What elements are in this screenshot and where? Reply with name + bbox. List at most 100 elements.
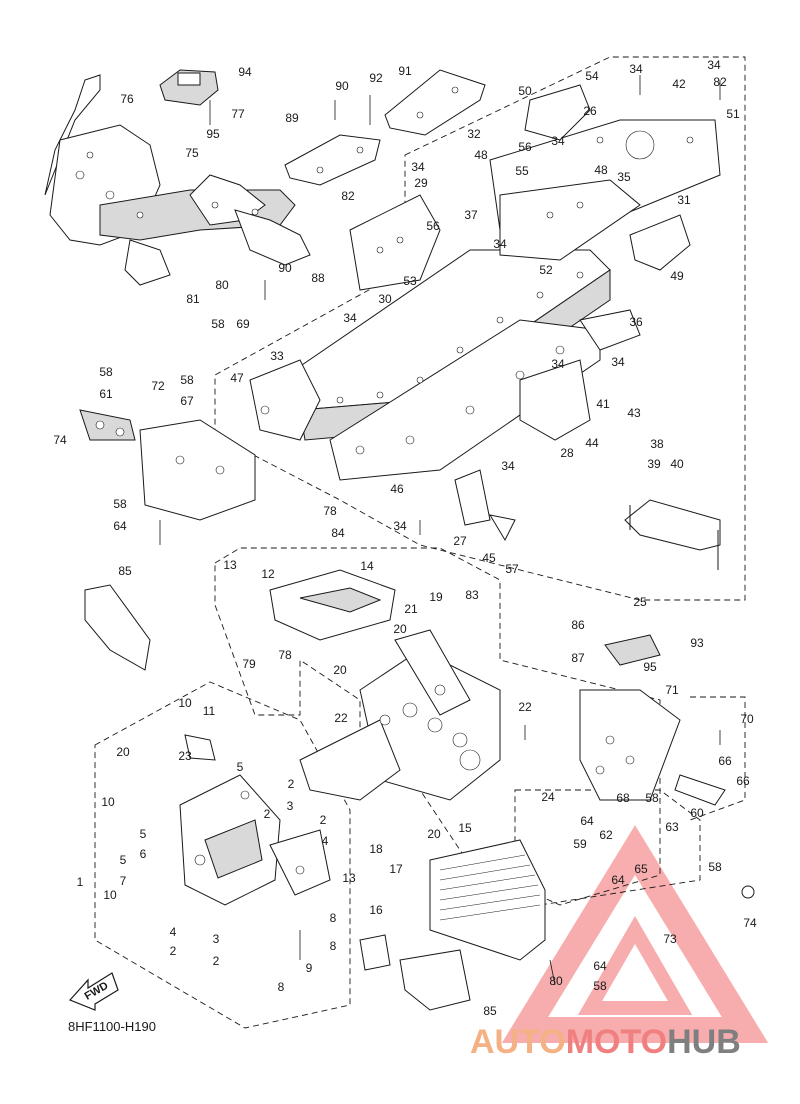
callout-47: 47 (230, 371, 244, 385)
callout-21: 21 (404, 602, 418, 616)
callout-52: 52 (539, 263, 553, 277)
callout-2: 2 (264, 807, 271, 821)
callout-8: 8 (330, 939, 337, 953)
front-frame-assembly (44, 74, 311, 286)
callout-24: 24 (541, 790, 555, 804)
callout-56: 56 (518, 140, 532, 154)
callout-18: 18 (369, 842, 383, 856)
callout-32: 32 (467, 127, 481, 141)
callout-85: 85 (483, 1004, 497, 1018)
callout-27: 27 (453, 534, 467, 548)
callout-51: 51 (726, 107, 740, 121)
callout-41: 41 (596, 397, 610, 411)
callout-36: 36 (629, 315, 643, 329)
callout-3: 3 (287, 799, 294, 813)
callout-8: 8 (278, 980, 285, 994)
callout-2: 2 (170, 944, 177, 958)
callout-34: 34 (493, 237, 507, 251)
callout-82: 82 (713, 75, 727, 89)
callout-7: 7 (120, 874, 127, 888)
callout-79: 79 (242, 657, 256, 671)
callout-76: 76 (120, 92, 134, 106)
callout-34: 34 (343, 311, 357, 325)
part-85-brackets (84, 584, 471, 1011)
callout-58: 58 (180, 373, 194, 387)
callout-8: 8 (330, 911, 337, 925)
callout-54: 54 (585, 69, 599, 83)
callout-66: 66 (718, 754, 732, 768)
callout-10: 10 (101, 795, 115, 809)
callout-69: 69 (236, 317, 250, 331)
callout-64: 64 (593, 959, 607, 973)
callout-42: 42 (672, 77, 686, 91)
plates-89-91 (284, 69, 486, 186)
heat-exchanger-15 (429, 839, 546, 961)
callout-58: 58 (211, 317, 225, 331)
callout-80: 80 (549, 974, 563, 988)
callout-2: 2 (320, 813, 327, 827)
callout-13: 13 (223, 558, 237, 572)
callout-22: 22 (518, 700, 532, 714)
callout-16: 16 (369, 903, 383, 917)
fasteners (159, 75, 721, 986)
callout-90: 90 (278, 261, 292, 275)
callout-29: 29 (414, 176, 428, 190)
callout-14: 14 (360, 559, 374, 573)
callout-19: 19 (429, 590, 443, 604)
callout-62: 62 (599, 828, 613, 842)
callout-34: 34 (501, 459, 515, 473)
callout-48: 48 (474, 148, 488, 162)
callout-77: 77 (231, 107, 245, 121)
callout-46: 46 (390, 482, 404, 496)
callout-38: 38 (650, 437, 664, 451)
callout-40: 40 (670, 457, 684, 471)
watermark-moto: MOTO (566, 1023, 667, 1061)
callout-15: 15 (458, 821, 472, 835)
callout-64: 64 (113, 519, 127, 533)
callout-58: 58 (593, 979, 607, 993)
callout-34: 34 (611, 355, 625, 369)
callout-92: 92 (369, 71, 383, 85)
callout-2: 2 (288, 777, 295, 791)
callout-35: 35 (617, 170, 631, 184)
callout-95: 95 (643, 660, 657, 674)
tube-60 (674, 774, 755, 899)
callout-1: 1 (77, 875, 84, 889)
callout-93: 93 (690, 636, 704, 650)
callout-5: 5 (120, 853, 127, 867)
callout-26: 26 (583, 104, 597, 118)
callout-20: 20 (393, 622, 407, 636)
callout-83: 83 (465, 588, 479, 602)
callout-53: 53 (403, 274, 417, 288)
callout-58: 58 (113, 497, 127, 511)
callout-75: 75 (185, 146, 199, 160)
callout-57: 57 (505, 562, 519, 576)
callout-86: 86 (571, 618, 585, 632)
callout-11: 11 (203, 704, 216, 718)
callout-82: 82 (341, 189, 355, 203)
callout-74: 74 (743, 916, 757, 930)
callout-49: 49 (670, 269, 684, 283)
callout-4: 4 (322, 834, 329, 848)
callout-20: 20 (427, 827, 441, 841)
part-94-cover (159, 69, 219, 106)
callout-94: 94 (238, 65, 252, 79)
callout-95: 95 (206, 127, 220, 141)
callout-23: 23 (178, 749, 192, 763)
callout-4: 4 (170, 925, 177, 939)
callout-37: 37 (464, 208, 478, 222)
callout-12: 12 (261, 567, 275, 581)
callout-55: 55 (515, 164, 529, 178)
callout-22: 22 (334, 711, 348, 725)
callout-73: 73 (663, 932, 677, 946)
callout-5: 5 (140, 827, 147, 841)
callout-72: 72 (151, 379, 165, 393)
callout-44: 44 (585, 436, 599, 450)
callout-91: 91 (398, 64, 412, 78)
callout-68: 68 (616, 791, 630, 805)
callout-89: 89 (285, 111, 299, 125)
callout-17: 17 (389, 862, 403, 876)
callout-78: 78 (323, 504, 337, 518)
callout-10: 10 (103, 888, 117, 902)
